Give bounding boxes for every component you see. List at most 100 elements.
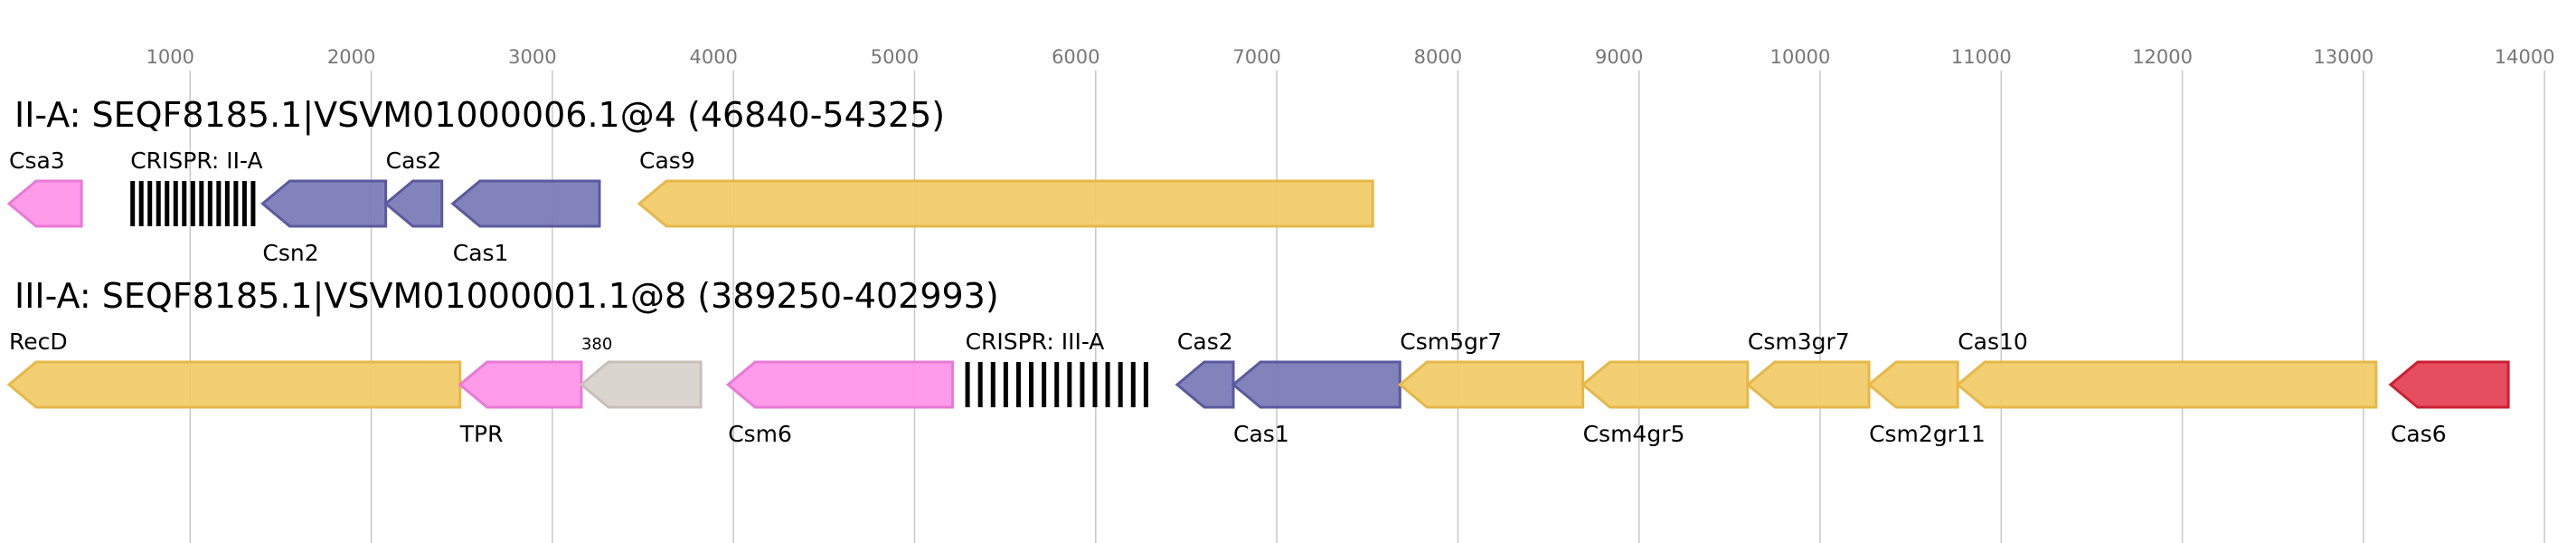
feature-label: Cas2 xyxy=(1177,329,1233,355)
feature-label: Csm6 xyxy=(728,421,792,447)
gene-cas2[interactable]: Cas2 xyxy=(1175,329,1235,409)
axis-tick-label: 12000 xyxy=(2132,46,2193,68)
gene-arrow xyxy=(1397,360,1585,409)
crispr-repeat-bar xyxy=(130,181,136,226)
crispr-repeat-bar xyxy=(190,181,195,226)
feature-label: CRISPR: II-A xyxy=(130,148,262,174)
feature-label: Cas1 xyxy=(453,240,509,266)
gene-cas6[interactable]: Cas6 xyxy=(2388,360,2510,447)
crispr-repeat-bar xyxy=(241,181,247,226)
crispr-repeat-bar xyxy=(1092,362,1098,407)
gene-arrow xyxy=(260,179,388,228)
feature-label: Csm2gr11 xyxy=(1869,421,1986,447)
feature-label: Csm4gr5 xyxy=(1583,421,1685,447)
locus-2: III-A: SEQF8185.1|VSVM01000001.1@8 (3892… xyxy=(6,276,2510,447)
feature-label: 380 xyxy=(581,335,612,354)
crispr-repeat-bar xyxy=(182,181,187,226)
crispr-repeat-bar xyxy=(156,181,161,226)
gene-csm2gr11[interactable]: Csm2gr11 xyxy=(1866,360,1986,447)
gene-arrow xyxy=(725,360,955,409)
crispr-repeat-bar xyxy=(199,181,204,226)
crispr-repeat-bar xyxy=(138,181,144,226)
gene-arrow xyxy=(1866,360,1959,409)
crispr-repeat-bar xyxy=(1130,362,1136,407)
crispr-repeat-bar xyxy=(1054,362,1060,407)
feature-label: Csn2 xyxy=(262,240,318,266)
feature-label: Cas10 xyxy=(1958,329,2028,355)
locus-title: II-A: SEQF8185.1|VSVM01000006.1@4 (46840… xyxy=(14,95,945,136)
gene-csm5gr7[interactable]: Csm5gr7 xyxy=(1397,329,1585,409)
feature-label: Csm3gr7 xyxy=(1748,329,1850,355)
gene-arrow xyxy=(2388,360,2510,409)
crispr-repeat-bar xyxy=(147,181,153,226)
gene-arrow xyxy=(637,179,1374,228)
gene-arrow xyxy=(6,179,83,228)
crispr-repeat-bar xyxy=(990,362,995,407)
axis-tick-label: 13000 xyxy=(2313,46,2373,68)
crispr-repeat-bar xyxy=(250,181,256,226)
loci-layer: II-A: SEQF8185.1|VSVM01000006.1@4 (46840… xyxy=(6,95,2510,447)
gene-recd[interactable]: RecD xyxy=(6,329,462,409)
axis-tick-label: 9000 xyxy=(1595,46,1643,68)
crispr-repeat-bar xyxy=(1003,362,1008,407)
crispr-repeat-bar xyxy=(1143,362,1148,407)
crispr-repeat-bar xyxy=(1029,362,1034,407)
feature-label: Cas6 xyxy=(2391,421,2447,447)
gene-csa3[interactable]: Csa3 xyxy=(6,148,83,228)
crispr-repeat-bar xyxy=(1015,362,1021,407)
crispr-array[interactable]: CRISPR: II-A xyxy=(130,148,263,226)
gene-csm3gr7[interactable]: Csm3gr7 xyxy=(1745,329,1871,409)
gene-cas1[interactable]: Cas1 xyxy=(1231,360,1401,447)
axis-tick-label: 7000 xyxy=(1232,46,1280,68)
axis-tick-label: 11000 xyxy=(1951,46,2012,68)
crispr-repeat-bar xyxy=(224,181,230,226)
crispr-repeat-bar xyxy=(207,181,212,226)
crispr-repeat-bar xyxy=(1118,362,1123,407)
axis-tick-label: 4000 xyxy=(689,46,737,68)
axis-grid: 1000 2000 3000 4000 5000 6000 7000 8000 9000 1000… xyxy=(146,46,2555,543)
gene-csm4gr5[interactable]: Csm4gr5 xyxy=(1581,360,1750,447)
crispr-repeat-bar xyxy=(1105,362,1110,407)
feature-label: CRISPR: III-A xyxy=(966,329,1105,355)
crispr-repeat-bar xyxy=(233,181,239,226)
feature-label: RecD xyxy=(9,329,68,355)
axis-tick-label: 5000 xyxy=(871,46,919,68)
gene-cas2[interactable]: Cas2 xyxy=(383,148,444,228)
gene-arrow xyxy=(383,179,444,228)
crispr-repeat-bar xyxy=(165,181,170,226)
axis-tick-label: 6000 xyxy=(1052,46,1099,68)
gene-csn2[interactable]: Csn2 xyxy=(260,179,388,266)
feature-label: Cas1 xyxy=(1233,421,1289,447)
gene-arrow xyxy=(1581,360,1750,409)
gene-arrow xyxy=(450,179,601,228)
gene-arrow xyxy=(1231,360,1401,409)
axis-tick-label: 10000 xyxy=(1770,46,1831,68)
axis-tick-label: 3000 xyxy=(508,46,556,68)
crispr-repeat-bar xyxy=(1067,362,1072,407)
gene-arrow xyxy=(6,360,462,409)
gene-cas9[interactable]: Cas9 xyxy=(637,148,1374,228)
feature-label: Cas9 xyxy=(639,148,695,174)
axis-tick-label: 8000 xyxy=(1414,46,1462,68)
crispr-array[interactable]: CRISPR: III-A xyxy=(965,329,1148,407)
axis-tick-label: 14000 xyxy=(2495,46,2555,68)
crispr-repeat-bar xyxy=(216,181,222,226)
crispr-repeat-bar xyxy=(1080,362,1085,407)
gene-cas10[interactable]: Cas10 xyxy=(1955,329,2378,409)
gene-tpr[interactable]: TPR xyxy=(458,360,583,447)
axis-tick-label: 1000 xyxy=(146,46,194,68)
gene-arrow xyxy=(1955,360,2378,409)
crispr-repeat-bar xyxy=(965,362,970,407)
crispr-repeat-bar xyxy=(173,181,178,226)
crispr-repeat-bar xyxy=(1042,362,1047,407)
locus-1: II-A: SEQF8185.1|VSVM01000006.1@4 (46840… xyxy=(6,95,1374,266)
locus-title: III-A: SEQF8185.1|VSVM01000001.1@8 (3892… xyxy=(14,276,999,317)
gene-csm6[interactable]: Csm6 xyxy=(725,360,955,447)
gene-cas1[interactable]: Cas1 xyxy=(450,179,601,266)
feature-label: Cas2 xyxy=(386,148,442,174)
axis-tick-label: 2000 xyxy=(327,46,375,68)
crispr-repeat-bar xyxy=(977,362,983,407)
gene-arrow xyxy=(1745,360,1871,409)
gene-380[interactable]: 380 xyxy=(579,335,703,409)
